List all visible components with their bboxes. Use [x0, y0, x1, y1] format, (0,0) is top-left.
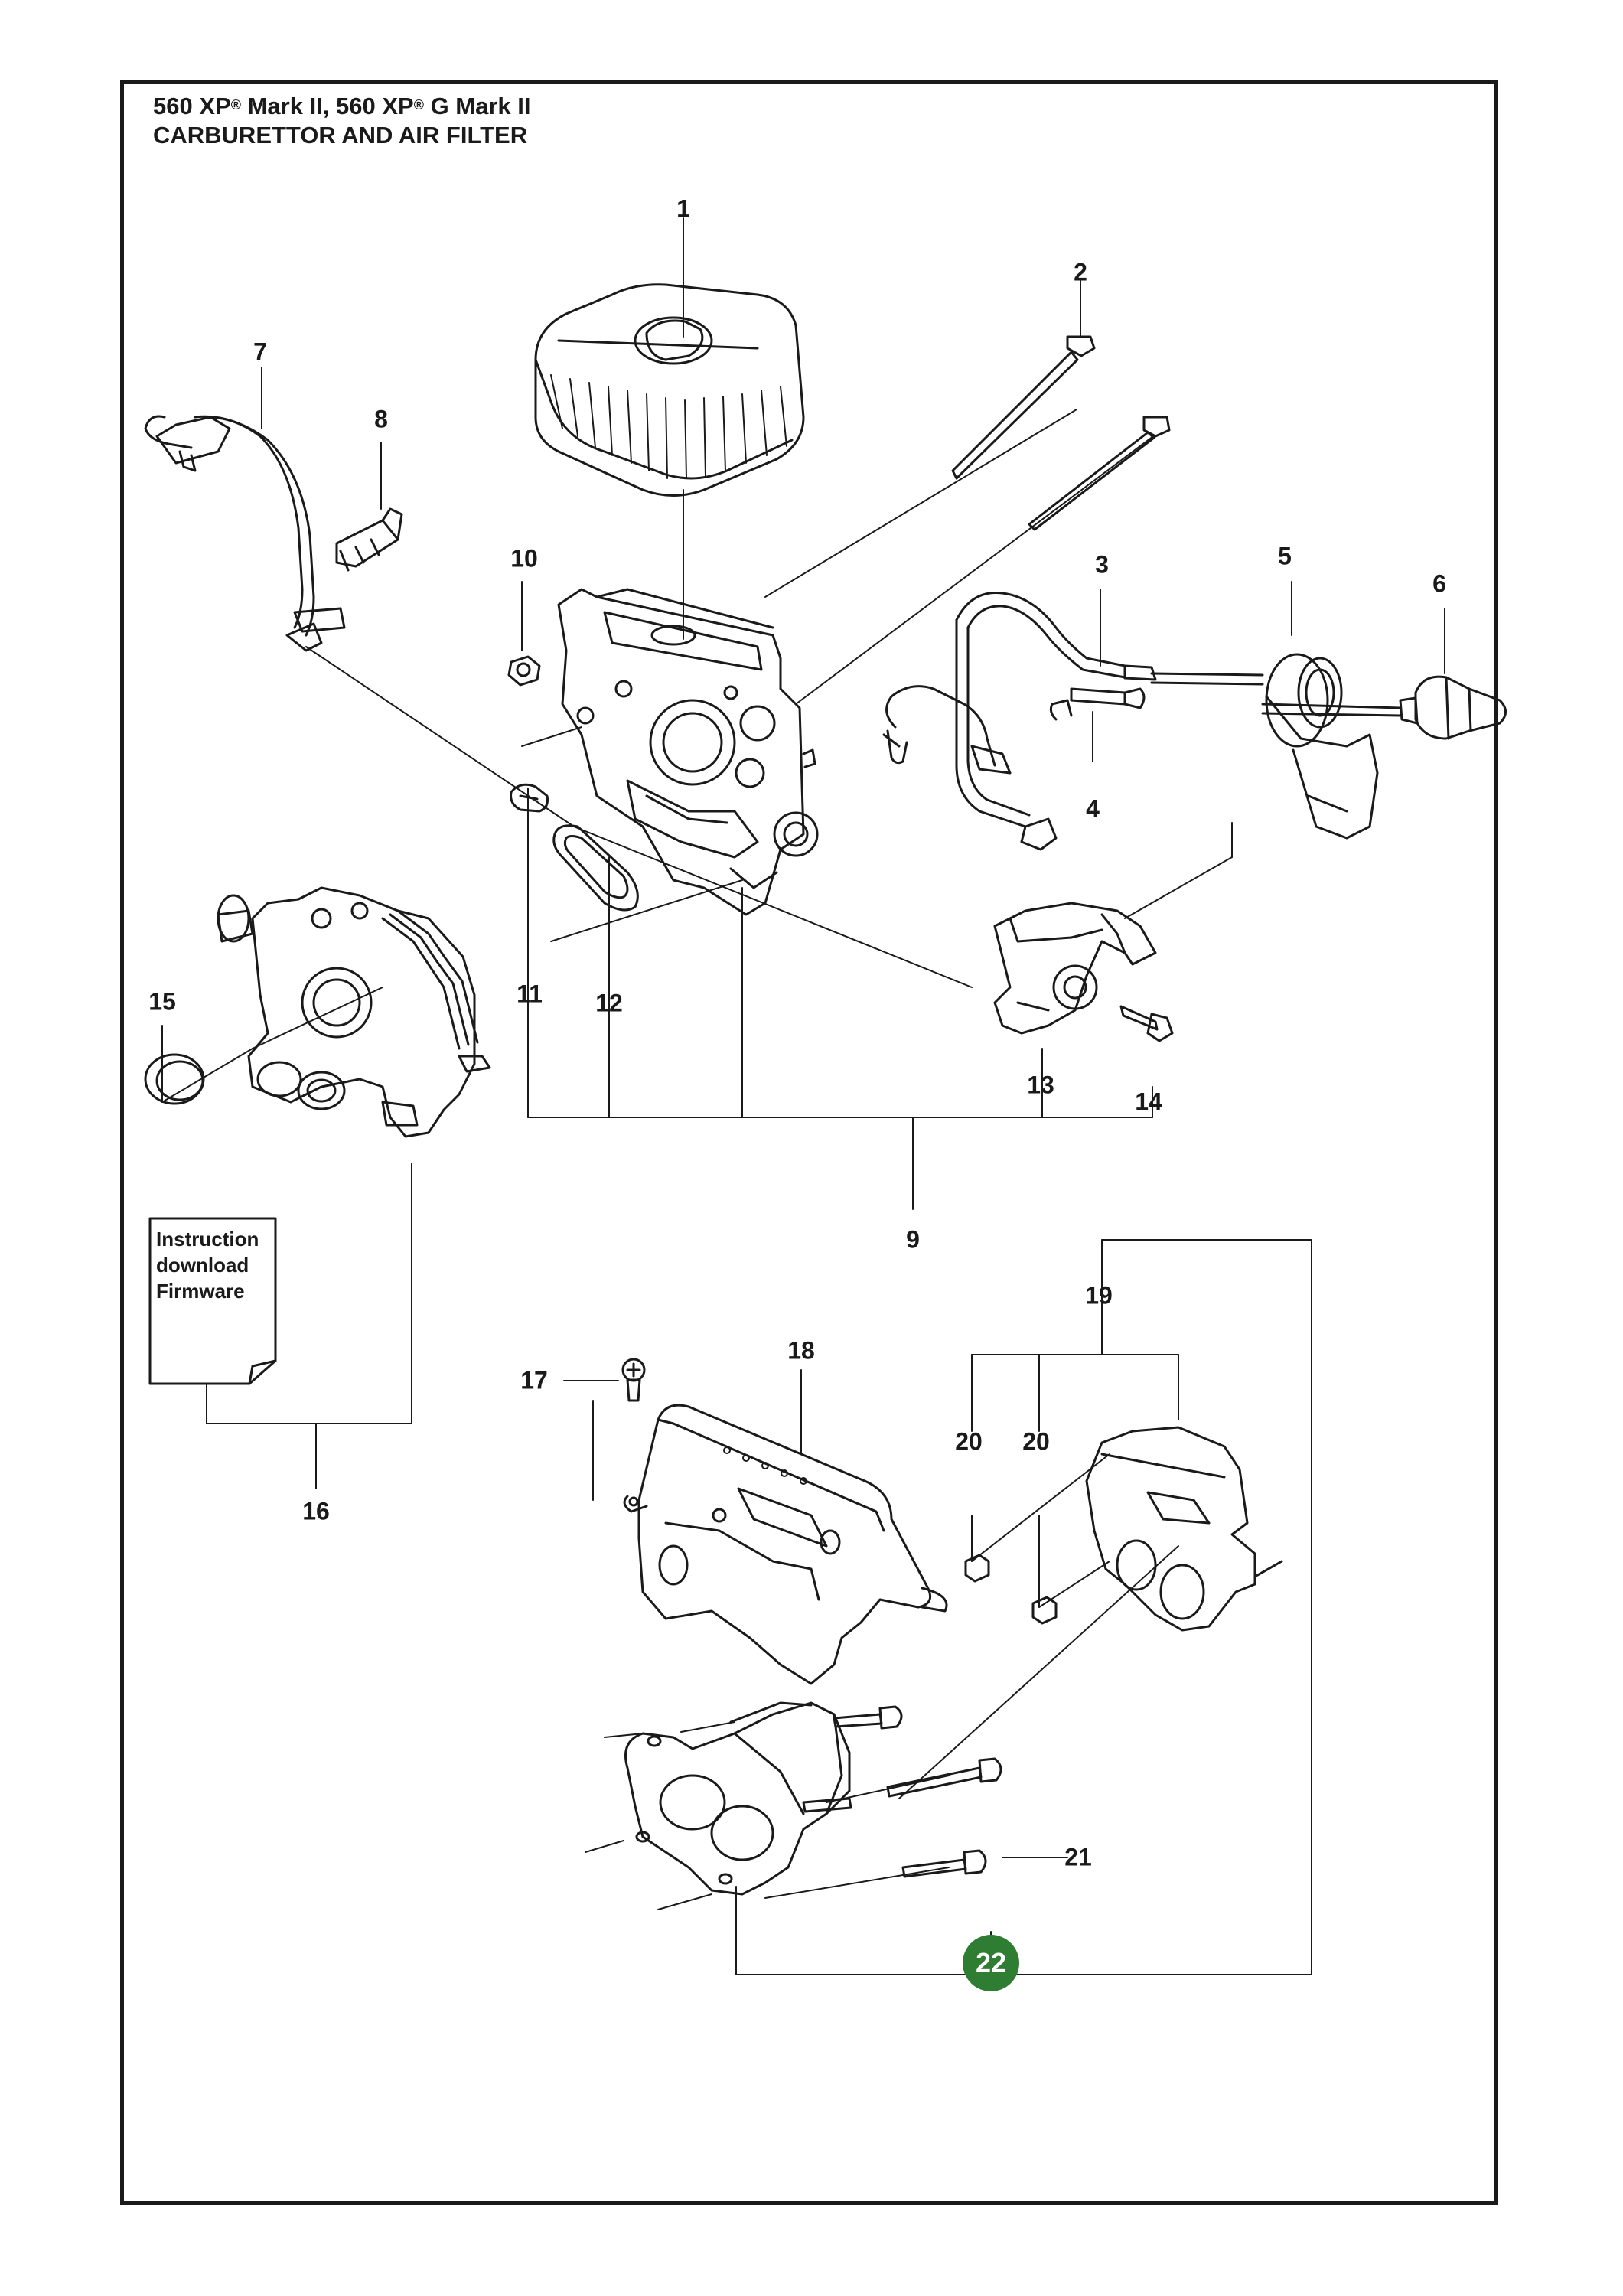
sensor-cable-part [144, 415, 403, 652]
callout-1: 1 [676, 194, 690, 223]
carburettor-unit-part [217, 886, 491, 1138]
section-title: CARBURETTOR AND AIR FILTER [153, 122, 528, 148]
callout-16: 16 [302, 1497, 330, 1525]
callout-2: 2 [1074, 258, 1087, 286]
callout-6: 6 [1432, 569, 1446, 598]
small-screw-part [1119, 1005, 1174, 1042]
nut-part [507, 655, 541, 687]
model-line: 560 XP® Mark II, 560 XP® G Mark II [153, 93, 531, 119]
callout-22-badge: 22 [963, 1935, 1019, 1991]
callout-4: 4 [1086, 794, 1100, 823]
callout-12: 12 [595, 989, 623, 1017]
small-gasket-part [510, 783, 549, 813]
callout-9: 9 [906, 1225, 920, 1254]
callout-17: 17 [520, 1366, 548, 1394]
callout-11: 11 [517, 980, 543, 1008]
callout-18: 18 [787, 1336, 815, 1365]
gasket-ring-part [552, 824, 639, 912]
square-nuts-part [964, 1554, 1058, 1625]
callout-14: 14 [1135, 1088, 1162, 1116]
leader-lines [161, 217, 1445, 1975]
callout-10: 10 [510, 544, 538, 572]
cover-part [623, 1404, 948, 1685]
callout-15: 15 [148, 987, 176, 1016]
instruction-note: Instruction download Firmware [150, 1218, 275, 1384]
air-filter-part [534, 283, 805, 497]
long-screws-part [951, 335, 1171, 531]
note-line-1: Instruction [156, 1228, 259, 1251]
callout-7: 7 [253, 338, 267, 366]
note-line-3: Firmware [156, 1280, 245, 1303]
callout-21: 21 [1064, 1843, 1092, 1871]
note-line-2: download [156, 1254, 249, 1277]
fuel-hoses-part [882, 591, 1264, 851]
instruction-note-page [148, 1217, 277, 1385]
callout-8: 8 [374, 405, 388, 433]
o-ring-part [144, 1053, 205, 1105]
callout-20a: 20 [955, 1427, 983, 1456]
callout-19: 19 [1085, 1281, 1113, 1309]
intake-bracket-part [1085, 1426, 1283, 1632]
primer-bulb-part [1261, 675, 1507, 740]
choke-plate-part [993, 902, 1157, 1035]
callout-3: 3 [1095, 550, 1109, 579]
callout-5: 5 [1278, 542, 1292, 570]
carburettor-housing-part [557, 588, 819, 916]
callout-13: 13 [1027, 1071, 1054, 1099]
primer-holder-part [1265, 653, 1379, 840]
screw-17-part [621, 1358, 646, 1402]
diagram-frame [120, 80, 1498, 2205]
callout-20b: 20 [1022, 1427, 1050, 1456]
diagram-header: 560 XP® Mark II, 560 XP® G Mark II CARBU… [153, 92, 531, 150]
intake-manifold-part [624, 1701, 1002, 1896]
